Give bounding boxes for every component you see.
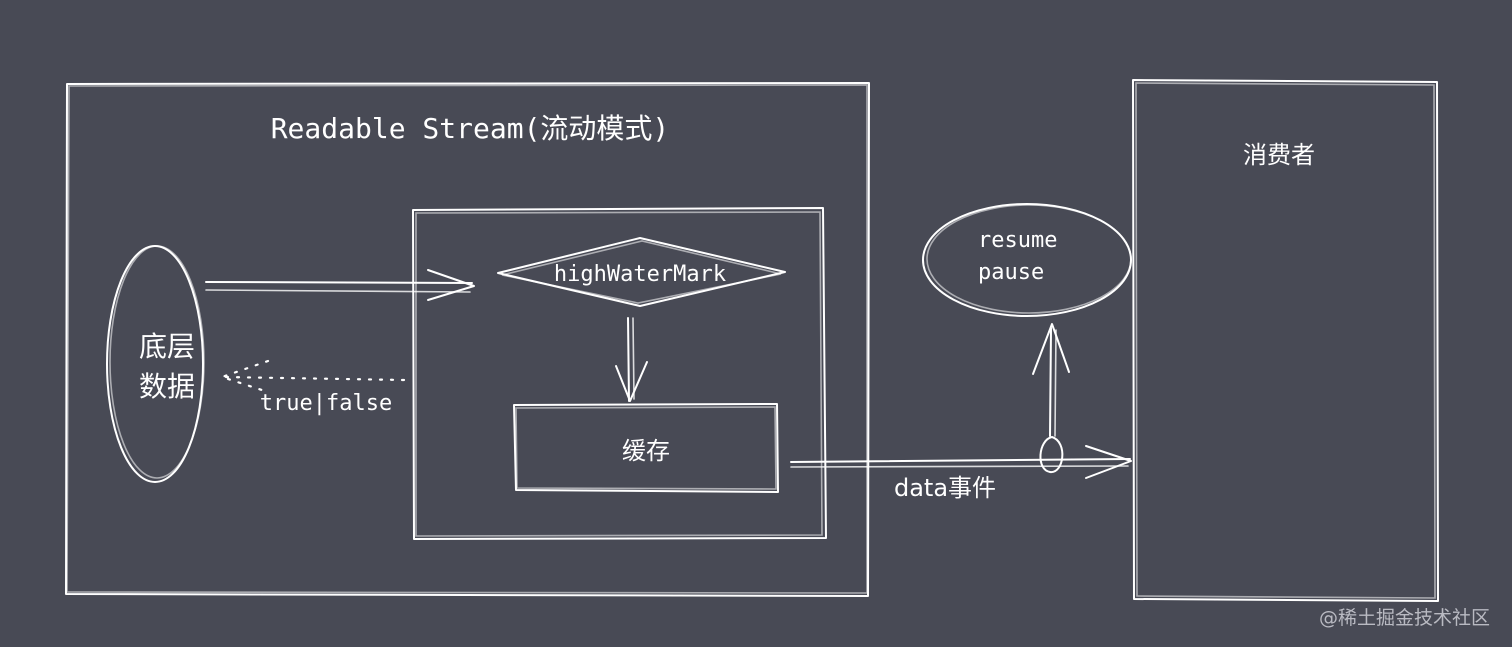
event-junction-node	[1039, 436, 1064, 473]
highwatermark-label: highWaterMark	[554, 262, 726, 287]
source-to-buffer-arrow	[205, 269, 475, 301]
readable-stream-title: Readable Stream(流动模式)	[271, 112, 670, 145]
buffer-region-box	[412, 207, 827, 540]
resume-label: resume	[978, 228, 1057, 253]
return-signal-arrow	[218, 359, 406, 394]
highwatermark-diamond	[497, 237, 786, 307]
underlying-data-label-line1: 底层	[139, 330, 195, 363]
data-event-label: data事件	[894, 474, 996, 502]
flow-control-ellipse	[922, 203, 1132, 317]
cache-box	[513, 403, 779, 493]
data-event-arrow	[790, 445, 1132, 479]
control-arrow	[1032, 323, 1070, 437]
readable-stream-box	[65, 82, 870, 597]
cache-label: 缓存	[622, 437, 670, 465]
pause-label: pause	[978, 260, 1044, 285]
consumer-label: 消费者	[1243, 141, 1315, 169]
decision-to-cache-arrow	[615, 317, 648, 402]
watermark-text: @稀土掘金技术社区	[1319, 607, 1490, 629]
return-value-label: true|false	[260, 391, 392, 416]
underlying-data-label-line2: 数据	[139, 370, 195, 403]
underlying-data-ellipse	[106, 245, 205, 483]
consumer-box	[1132, 79, 1439, 602]
